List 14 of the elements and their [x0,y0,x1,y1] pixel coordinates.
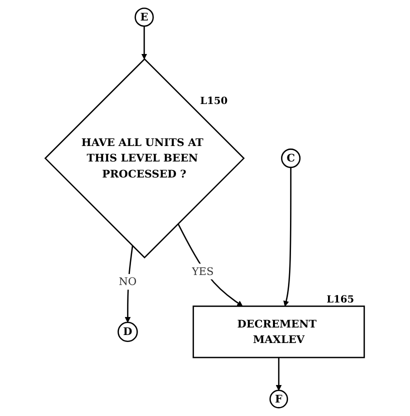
arrow [276,358,282,391]
node-circle: C [281,148,301,168]
step-label: L150 [200,96,228,107]
edge-label: NO [119,275,137,288]
arrow [178,223,244,306]
arrow [125,246,134,323]
step-label: L165 [326,294,354,306]
node-circle: E [134,8,154,27]
edge-label: YES [192,264,214,278]
node-box: DECREMENT MAXLEV [192,306,366,358]
node-circle: D [118,322,138,342]
node-circle: F [270,390,288,408]
arrow [142,26,148,60]
arrow [284,167,292,306]
